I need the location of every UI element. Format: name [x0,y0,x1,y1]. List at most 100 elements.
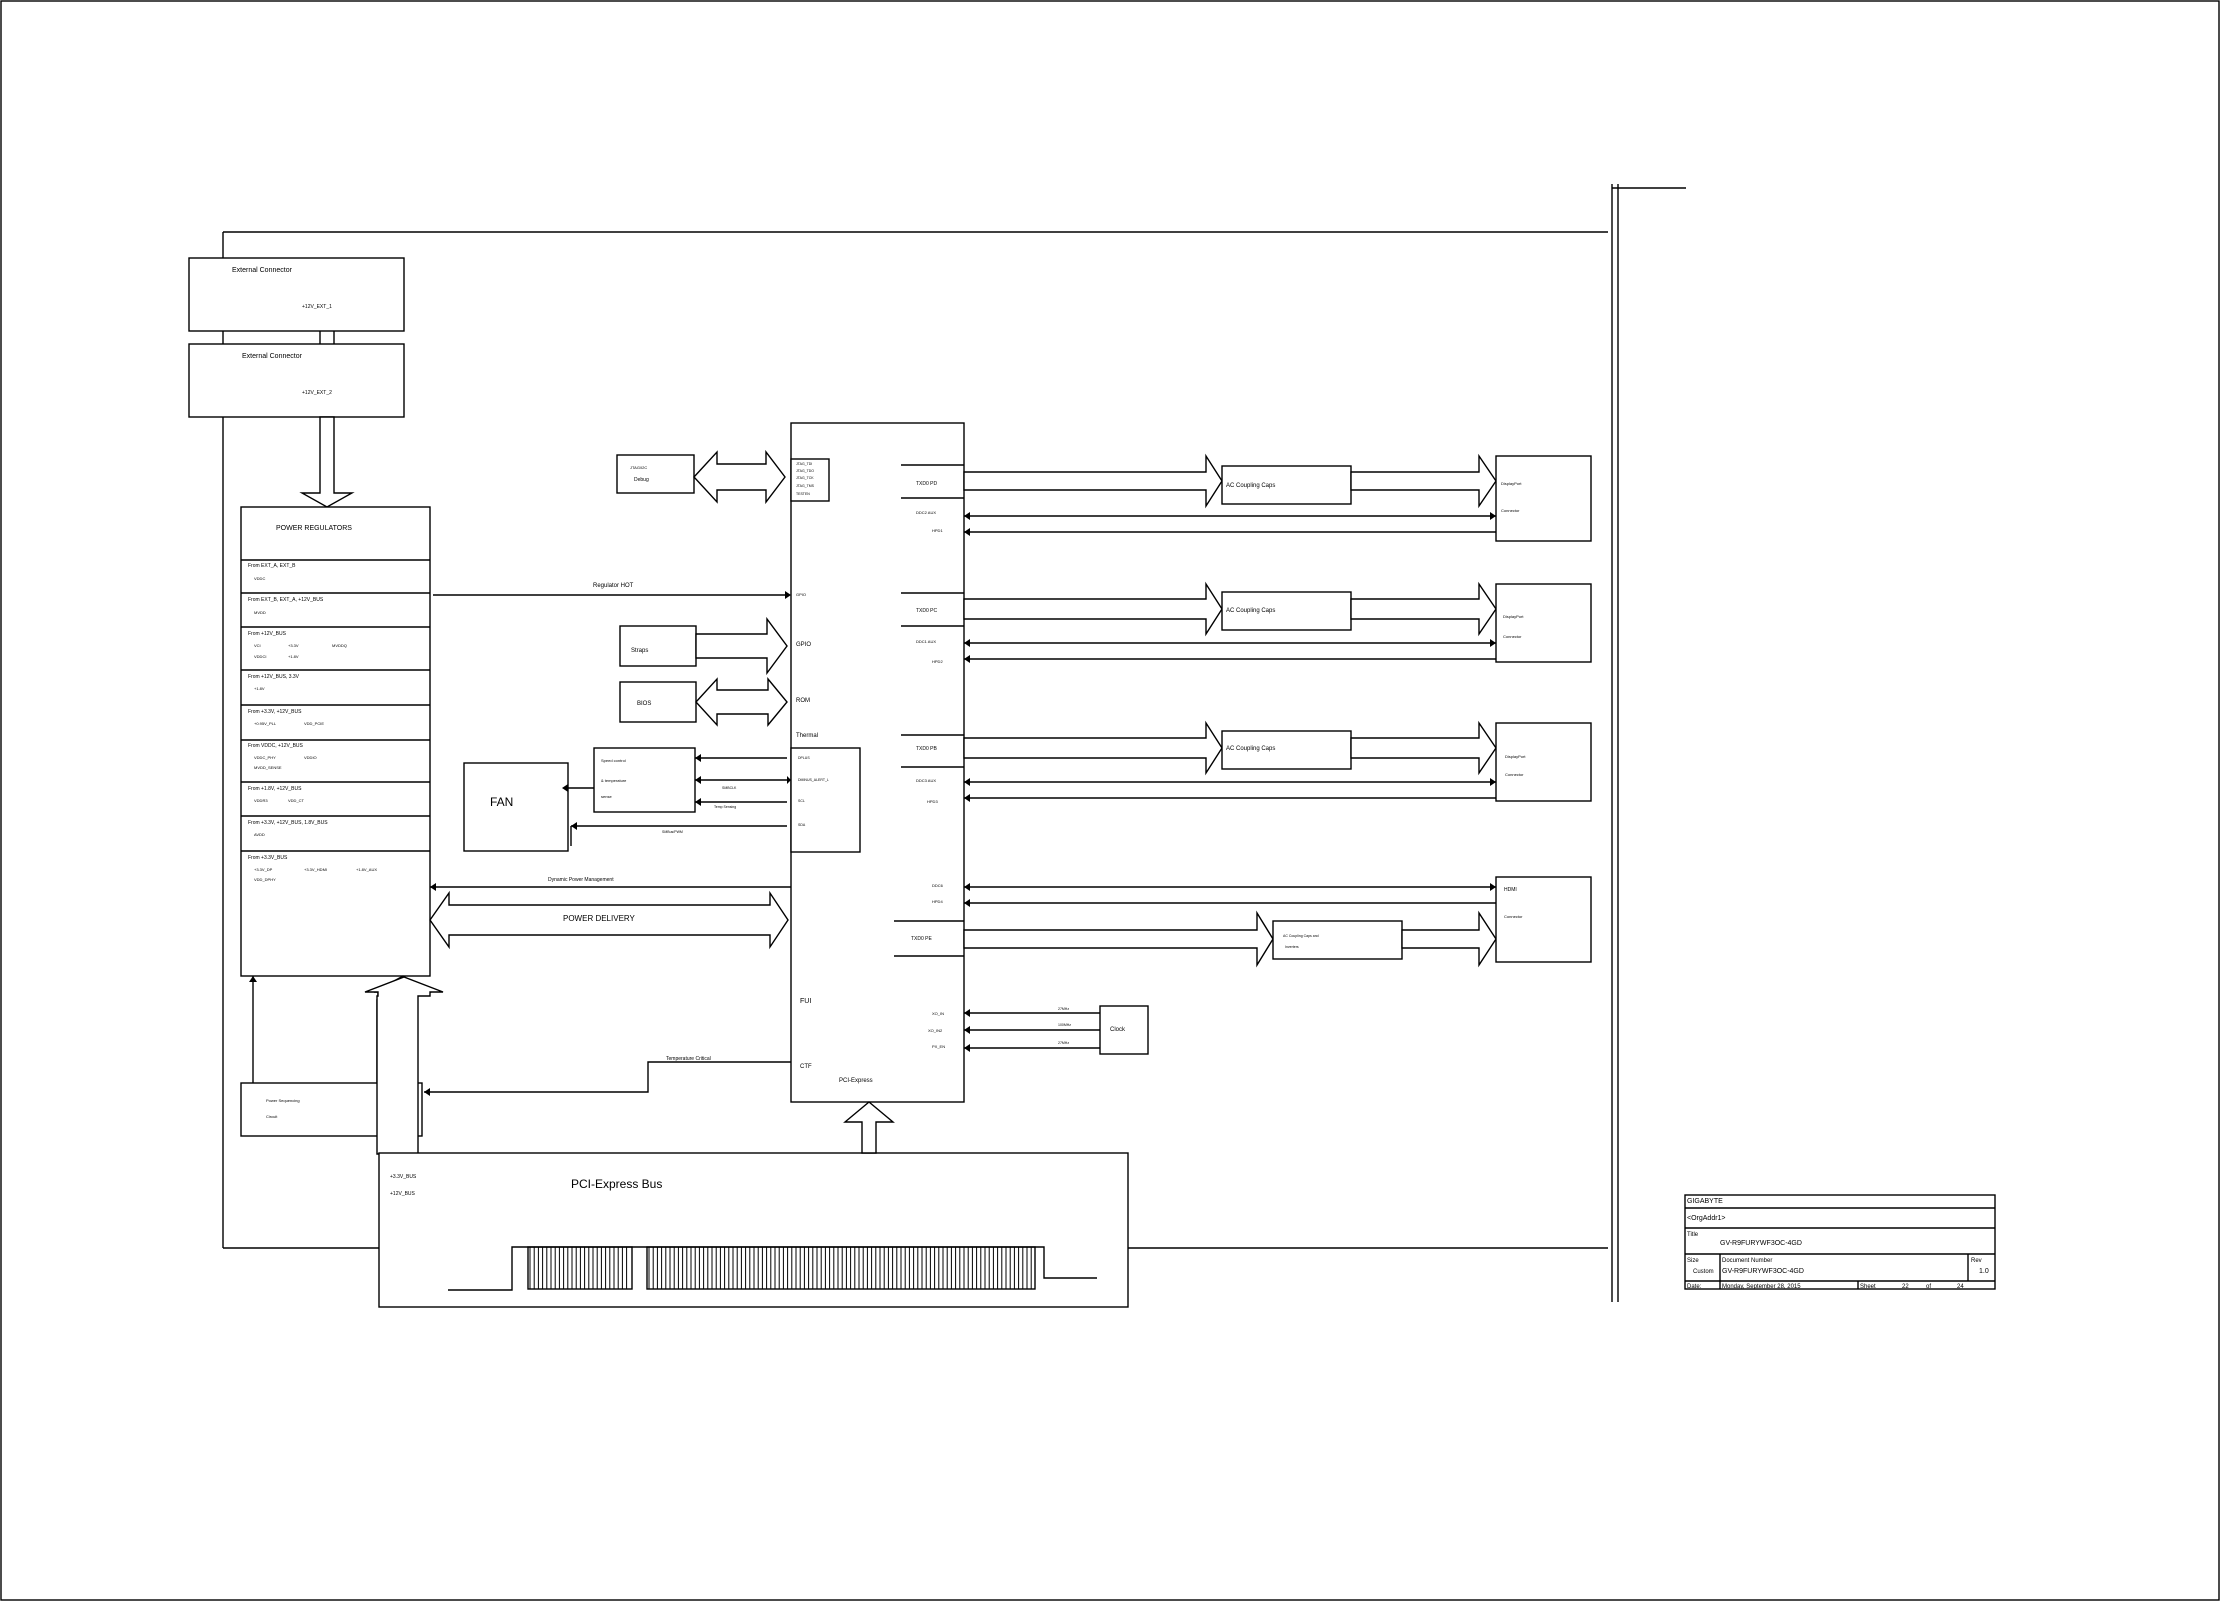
ac-coupling-caps [1221,591,1352,631]
ext-conn-2-title: External Connector [242,353,303,360]
reg-row-from: From +3.3V_BUS [248,855,288,861]
org-address: <OrgAddr1> [1687,1215,1726,1222]
power-regulators-title: POWER REGULATORS [276,525,352,532]
dp-aux-pin: DDC2 AUX [916,510,936,515]
external-connector-2: External Connector +12V_EXT_2 [188,343,405,418]
title-label: Title [1687,1232,1699,1238]
gpio-pin: GPIO [796,642,811,648]
title-block: GIGABYTE <OrgAddr1> Title GV-R9FURYWF3OC… [1684,1194,1996,1290]
fan-label: FAN [490,795,513,809]
dp-hpd-pin: HPD3 [927,799,938,804]
clock-signal-label: 100MHz [1058,1023,1071,1027]
dp-connector-label: Connector [1503,634,1522,639]
sheet-label: Sheet [1860,1284,1876,1290]
reg-output: +1.8V_AUX [356,867,377,872]
company-name: GIGABYTE [1687,1198,1723,1205]
dp-txd-pin: TXD0 PC [916,608,938,614]
thermal-pin: SDA [798,823,806,827]
reg-output: +1.8V [254,686,265,691]
external-connector-1: External Connector +12V_EXT_1 [188,257,405,332]
debug-label: Debug [634,477,649,483]
reg-output: MVDDQ [332,643,347,648]
pcie-rail-label: +12V_BUS [390,1191,416,1197]
fan-signal-label: SMBus/PWM [662,830,683,834]
dp-channel-2: AC Coupling Caps DisplayPort Connector [963,581,1592,663]
straps-block: Straps [619,625,697,667]
dyn-power-label: Dynamic Power Management [548,877,614,883]
fan-signal-label: Temp Sensing [714,805,736,809]
power-delivery-label: POWER DELIVERY [563,914,636,923]
sheet-total: 24 [1957,1284,1964,1290]
reg-output: VDD_DPHY [254,877,276,882]
straps-label: Straps [631,648,648,654]
docnum-value: GV-R9FURYWF3OC-4GD [1722,1268,1804,1275]
hdmi-channel: AC Coupling Caps and Inverters HDMI Conn… [963,876,1592,968]
pcie-bus-label: PCI-Express Bus [571,1177,662,1191]
ac-coupling-label: AC Coupling Caps [1226,746,1275,752]
clock-label: Clock [1110,1027,1126,1033]
docnum-label: Document Number [1722,1258,1772,1264]
reg-output: MVDD [254,610,266,615]
temp-critical-line [424,1061,791,1093]
gpu-block: JTAG_TDI JTAG_TDO JTAG_TCK JTAG_TMS TEST… [790,422,965,1103]
reg-row-from: From +3.3V, +12V_BUS [248,709,302,715]
reg-row-from: From EXT_A, EXT_B [248,563,296,569]
dp-channel-1: AC Coupling Caps DisplayPort Connector [963,453,1592,542]
reg-output: VDD_CT [288,798,305,803]
clk-pin: XO_IN [932,1011,944,1016]
reg-output: AVDD [254,832,265,837]
jtag-bidir-arrow [693,449,786,505]
temp-critical-label: Temperature Critical [666,1056,711,1062]
date-value: Monday, September 28, 2015 [1722,1284,1801,1290]
jtag-pin: JTAG_TDO [796,469,814,473]
clk-pin: PX_EN [932,1044,945,1049]
hdmi-label: Connector [1504,914,1523,919]
pcie-pin: PCI-Express [839,1078,873,1084]
reg-output: VCI [254,643,261,648]
fan-ctrl-label: & temperature [601,778,627,783]
thermal-pin: SCL [798,799,805,803]
of-label: of [1926,1284,1931,1290]
size-value: Custom [1693,1269,1714,1275]
rev-label: Rev [1971,1258,1982,1264]
reg-output: +0.95V_PLL [254,721,277,726]
ac-hdmi-label: Inverters [1285,945,1299,949]
hdmi-label: HDMI [1504,887,1517,893]
reg-output: VDDCI [254,654,266,659]
jtag-pin: TESTEN [796,492,810,496]
jtag-pin: JTAG_TMS [796,484,815,488]
straps-arrow [695,616,788,676]
reg-output: +3.3V_DP [254,867,273,872]
dp-connector-label: Connector [1505,772,1524,777]
thermal-pin: DPLUS [798,756,810,760]
dp-connector-label: DisplayPort [1505,754,1526,759]
pcie-power-arrow [364,976,444,1155]
reg-output: VDDIO [304,755,317,760]
displayport-connector [1495,722,1592,802]
reg-row-from: From VDDC, +12V_BUS [248,743,304,749]
ext-conn-2-rail: +12V_EXT_2 [302,390,332,396]
fan-block: FAN [463,762,569,852]
power-delivery-arrow [429,890,789,950]
drawing-title: GV-R9FURYWF3OC-4GD [1720,1240,1802,1247]
dp-connector-label: DisplayPort [1501,481,1522,486]
dp-channel-3: AC Coupling Caps DisplayPort Connector [963,720,1592,802]
fan-signal-label: SMBCLK [722,786,737,790]
regulator-hot-label: Regulator HOT [593,583,634,589]
ac-coupling-label: AC Coupling Caps [1226,608,1275,614]
rev-value: 1.0 [1979,1268,1989,1275]
fui-pin: FUI [800,998,811,1005]
ext-power-arrow [299,416,355,508]
ctf-pin: CTF [800,1064,812,1070]
pcie-gpu-arrow [843,1101,895,1154]
jtag-debug-block: JTAG/I2C Debug [616,454,695,494]
bios-block: BIOS [619,681,697,723]
ac-coupling-hdmi [1272,920,1403,960]
dp-hpd-pin: HPD2 [932,659,943,664]
clock-block: Clock 27MHz 100MHz 27MHz [964,1005,1149,1055]
ext-conn-1-title: External Connector [232,267,293,274]
clk-pin: XO_IN2 [928,1028,943,1033]
dp-connector-label: DisplayPort [1503,614,1524,619]
dp-connector-label: Connector [1501,508,1520,513]
